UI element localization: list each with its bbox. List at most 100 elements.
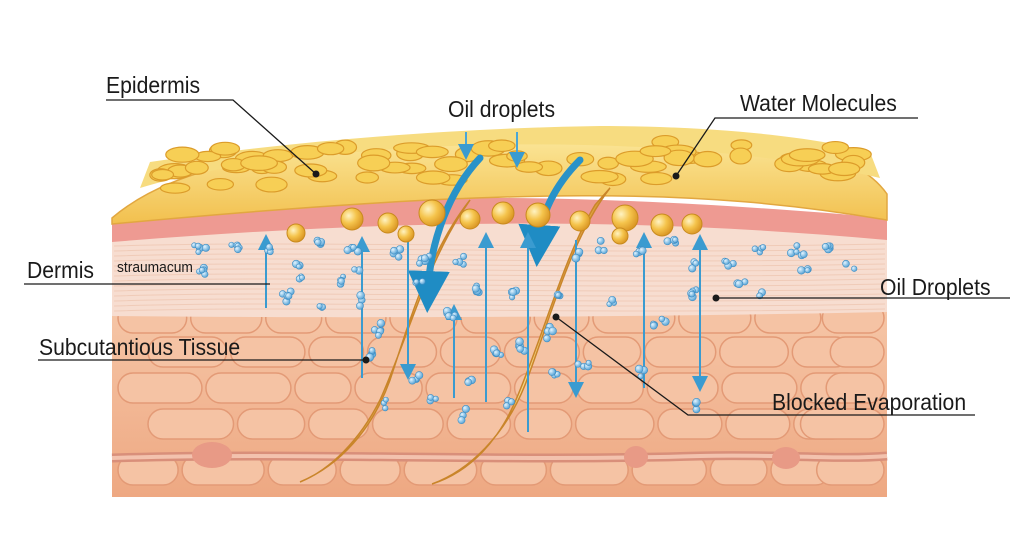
epidermis-cell [821, 140, 850, 155]
water-molecule [195, 249, 202, 255]
label-subcutaneous-tissue: Subcutantious Tissue [39, 334, 241, 360]
label-oil-droplets-top: Oil droplets [448, 96, 556, 122]
water-molecule [515, 337, 524, 346]
fat-cell [799, 408, 885, 440]
water-molecules [191, 235, 858, 425]
water-molecule [548, 326, 557, 336]
water-molecule [471, 284, 480, 293]
water-molecule [658, 315, 666, 323]
oil-droplet [650, 213, 674, 237]
oil-droplet [418, 199, 446, 227]
epidermis-cell [294, 163, 328, 178]
water-molecule [265, 243, 273, 251]
leader-water [675, 117, 918, 177]
water-molecule [600, 246, 608, 255]
fat-cell [513, 408, 573, 440]
callout-lines [24, 99, 1010, 416]
water-molecule [198, 266, 206, 274]
fat-cell [308, 336, 365, 368]
water-molecule [314, 238, 322, 246]
fat-cell [725, 408, 791, 440]
epidermis-cell [828, 161, 861, 177]
water-molecule [649, 321, 658, 330]
water-molecule [793, 248, 800, 255]
fat-cell [446, 408, 512, 440]
water-molecule [356, 291, 365, 300]
label-dermis: Dermis [27, 257, 95, 283]
water-molecule [228, 241, 235, 248]
epidermis-cell [240, 155, 278, 171]
subcutaneous-tissue-layer [112, 300, 887, 497]
fat-cell [117, 372, 203, 404]
water-molecule [457, 416, 466, 425]
water-molecule [851, 265, 858, 272]
water-molecule [804, 267, 811, 274]
dermis-fiber [113, 278, 886, 282]
epidermis-layer [111, 126, 888, 225]
blood-vessel [111, 442, 888, 469]
fat-cell [205, 372, 292, 404]
water-molecule [343, 246, 352, 255]
epidermis-cell [434, 156, 468, 173]
dermis-fiber [113, 308, 886, 312]
epidermis-cell [640, 171, 673, 186]
oil-droplet [397, 225, 415, 243]
dermis-fiber [113, 298, 886, 302]
hair-shaft-right [431, 187, 611, 485]
water-molecule [394, 253, 403, 261]
water-molecule [793, 242, 801, 250]
oil-droplet [459, 208, 481, 230]
water-molecule [376, 319, 386, 328]
fat-cell [147, 408, 235, 440]
water-molecule [692, 259, 700, 267]
water-molecule [452, 258, 459, 266]
epidermis-cell [206, 177, 235, 191]
epidermis-cell [316, 141, 345, 156]
water-molecule [493, 349, 501, 357]
water-molecule [638, 246, 647, 255]
dermis-fiber [113, 303, 886, 307]
label-oil-droplets-right: Oil Droplets [880, 274, 991, 300]
oil-droplets [286, 199, 703, 245]
fat-cell [657, 408, 723, 440]
water-molecule [503, 402, 511, 410]
water-molecule [368, 347, 376, 354]
epidermis-cells [149, 134, 872, 194]
water-molecule [507, 398, 515, 406]
water-molecule [350, 244, 357, 251]
epidermis-cell [165, 146, 200, 163]
water-molecule [356, 302, 364, 310]
water-molecule [799, 250, 808, 259]
water-molecule [756, 292, 763, 300]
label-blocked-evaporation: Blocked Evaporation [772, 389, 967, 415]
water-molecule [608, 295, 617, 304]
oil-droplet [611, 204, 639, 232]
oil-droplet [491, 201, 515, 225]
fat-cell [582, 336, 642, 368]
epidermis-cell [580, 169, 619, 184]
water-molecule [298, 274, 306, 281]
water-molecule [382, 405, 389, 412]
water-molecule [585, 359, 592, 366]
epidermis-cell [788, 148, 826, 162]
water-molecule [634, 364, 644, 374]
epidermis-cell [488, 139, 516, 153]
water-molecule [316, 303, 323, 310]
oil-droplet [286, 223, 306, 243]
water-molecule [460, 252, 468, 260]
epidermis-cell [159, 182, 191, 194]
water-molecule [509, 288, 518, 297]
water-molecule [797, 266, 806, 275]
epidermis-cell [210, 141, 241, 156]
oil-droplet [681, 213, 703, 235]
water-molecule [464, 378, 473, 387]
water-molecule [408, 376, 417, 385]
water-molecule [416, 259, 423, 267]
drop-arrows [458, 132, 525, 168]
oil-droplet [569, 210, 591, 232]
water-molecule [234, 245, 242, 254]
water-molecule [632, 250, 640, 258]
epidermis-cell [693, 150, 723, 168]
fat-cell [721, 372, 798, 404]
fat-cell [425, 372, 512, 404]
